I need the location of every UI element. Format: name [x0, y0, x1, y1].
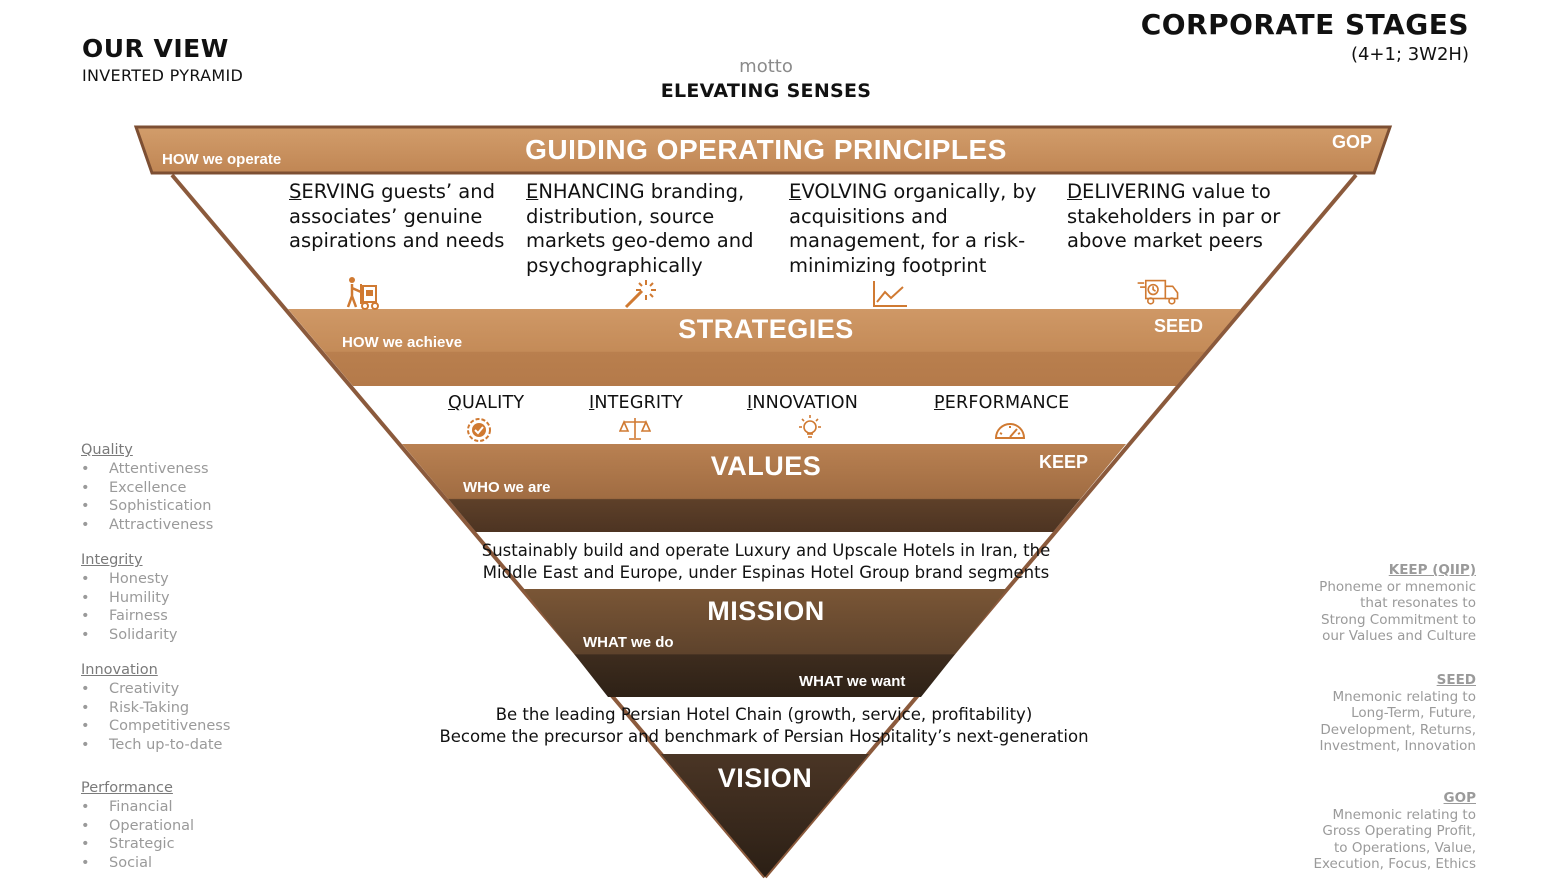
speedometer-icon [994, 423, 1026, 439]
lightbulb-icon [799, 415, 821, 438]
gop-band [133, 125, 1393, 175]
list-item: Humility [81, 589, 281, 608]
check-badge-icon [467, 418, 491, 442]
value-item-performance: PERFORMANCE [934, 393, 1070, 413]
list-item: Financial [81, 798, 281, 817]
values-title: VALUES [710, 451, 822, 481]
vision-statement: Be the leading Persian Hotel Chain (grow… [439, 705, 1089, 746]
list-item: Tech up-to-date [81, 736, 281, 755]
corporate-stages-title: CORPORATE STAGES [1140, 8, 1469, 41]
gop-item-enhancing: ENHANCING branding, distribution, source… [526, 180, 754, 277]
motto-value: ELEVATING SENSES [660, 80, 872, 102]
line-chart-icon [873, 281, 907, 307]
strategies-title: STRATEGIES [678, 314, 854, 344]
note-title: GOP [1443, 790, 1476, 806]
note-title: KEEP (QIIP) [1388, 562, 1476, 578]
note-gop: GOP Mnemonic relating to Gross Operating… [1256, 790, 1476, 873]
list-item: Sophistication [81, 497, 281, 516]
list-item: Attractiveness [81, 516, 281, 535]
value-group-quality: Quality Attentiveness Excellence Sophist… [81, 442, 281, 534]
value-group-innovation: Innovation Creativity Risk-Taking Compet… [81, 662, 281, 754]
group-title: Innovation [81, 662, 158, 678]
value-group-integrity: Integrity Honesty Humility Fairness Soli… [81, 552, 281, 644]
value-item-integrity: INTEGRITY [589, 393, 684, 413]
strategies-tag: HOW we achieve [342, 334, 463, 351]
list-item: Fairness [81, 607, 281, 626]
list-item: Creativity [81, 680, 281, 699]
mission-tag: WHAT we do [583, 634, 674, 651]
list-item: Competitiveness [81, 717, 281, 736]
gop-item-delivering: DELIVERING value to stakeholders in par … [1067, 180, 1281, 252]
note-title: SEED [1436, 672, 1476, 688]
list-item: Social [81, 854, 281, 873]
group-title: Performance [81, 780, 173, 796]
strategies-code: SEED [1154, 316, 1204, 336]
page-title: OUR VIEW [82, 34, 229, 63]
gop-item-serving: SERVING guests’ and associates’ genuine … [289, 180, 505, 252]
hand-truck-icon [346, 277, 379, 310]
note-keep: KEEP (QIIP) Phoneme or mnemonic that res… [1256, 562, 1476, 645]
list-item: Operational [81, 817, 281, 836]
gop-code: GOP [1332, 132, 1373, 152]
gop-tag: HOW we operate [162, 151, 282, 168]
list-item: Excellence [81, 479, 281, 498]
values-code: KEEP [1039, 452, 1089, 472]
note-seed: SEED Mnemonic relating to Long-Term, Fut… [1256, 672, 1476, 755]
motto-label: motto [739, 56, 793, 77]
values-band [402, 444, 1126, 532]
list-item: Strategic [81, 835, 281, 854]
list-item: Attentiveness [81, 460, 281, 479]
gop-item-evolving: EVOLVING organically, by acquisitions an… [789, 180, 1037, 277]
value-group-performance: Performance Financial Operational Strate… [81, 780, 281, 872]
list-item: Solidarity [81, 626, 281, 645]
vision-tag: WHAT we want [799, 673, 906, 690]
value-item-quality: QUALITY [448, 393, 525, 413]
gop-title: GUIDING OPERATING PRINCIPLES [525, 134, 1007, 165]
scales-icon [619, 418, 651, 440]
group-title: Quality [81, 442, 133, 458]
list-item: Honesty [81, 570, 281, 589]
strategies-band [288, 309, 1241, 386]
mission-band [523, 589, 1007, 697]
list-item: Risk-Taking [81, 699, 281, 718]
vision-band [661, 754, 869, 877]
corporate-stages-subtitle: (4+1; 3W2H) [1350, 44, 1469, 65]
delivery-truck-icon [1137, 279, 1179, 305]
values-tag: WHO we are [463, 479, 551, 496]
mission-statement: Sustainably build and operate Luxury and… [481, 541, 1051, 582]
page-subtitle: INVERTED PYRAMID [82, 66, 244, 85]
vision-title: VISION [717, 763, 813, 793]
mission-title: MISSION [707, 596, 825, 626]
group-title: Integrity [81, 552, 143, 568]
value-item-innovation: INNOVATION [747, 393, 859, 413]
magic-wand-icon [624, 280, 656, 309]
